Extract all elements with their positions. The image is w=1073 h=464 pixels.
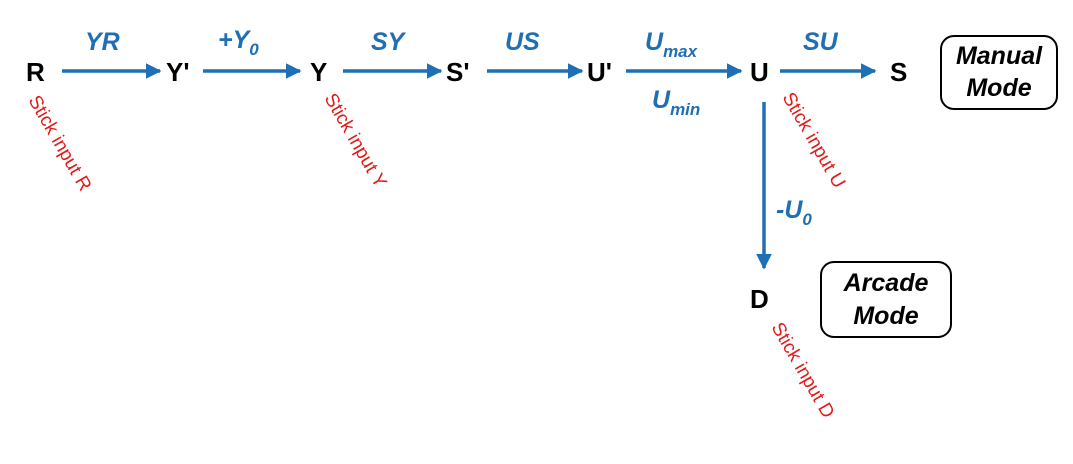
arcade-mode-frame	[820, 261, 952, 338]
arcade-mode-line2: Mode	[853, 302, 918, 330]
node-y-prime: Y'	[166, 57, 190, 87]
label-su: SU	[803, 28, 839, 56]
arcade-mode-box: Arcade Mode	[820, 261, 952, 338]
stick-input-r: Stick input R	[24, 92, 96, 195]
label-minus-u0: -U0	[776, 196, 812, 229]
node-y: Y	[310, 57, 327, 87]
manual-mode-line2: Mode	[966, 74, 1031, 102]
label-u-max: Umax	[645, 28, 699, 61]
label-yr: YR	[85, 28, 120, 56]
label-u-min: Umin	[652, 86, 700, 119]
node-d: D	[750, 284, 769, 314]
label-plus-y0: +Y0	[218, 26, 259, 59]
stick-input-y: Stick input Y	[320, 90, 391, 192]
node-u: U	[750, 57, 769, 87]
node-u-prime: U'	[587, 57, 612, 87]
stick-input-u: Stick input U	[778, 89, 850, 192]
node-r: R	[26, 57, 45, 87]
edge-labels: YR +Y0 SY US Umax Umin SU -U0	[85, 26, 839, 229]
arcade-mode-line1: Arcade	[843, 269, 929, 297]
arrows	[62, 63, 877, 270]
manual-mode-box: Manual Mode	[940, 35, 1058, 110]
manual-mode-frame	[940, 35, 1058, 110]
node-s: S	[890, 57, 907, 87]
node-s-prime: S'	[446, 57, 470, 87]
stick-labels: Stick input R Stick input Y Stick input …	[24, 89, 850, 422]
label-sy: SY	[371, 28, 407, 56]
manual-mode-line1: Manual	[956, 42, 1043, 70]
label-us: US	[505, 28, 540, 56]
